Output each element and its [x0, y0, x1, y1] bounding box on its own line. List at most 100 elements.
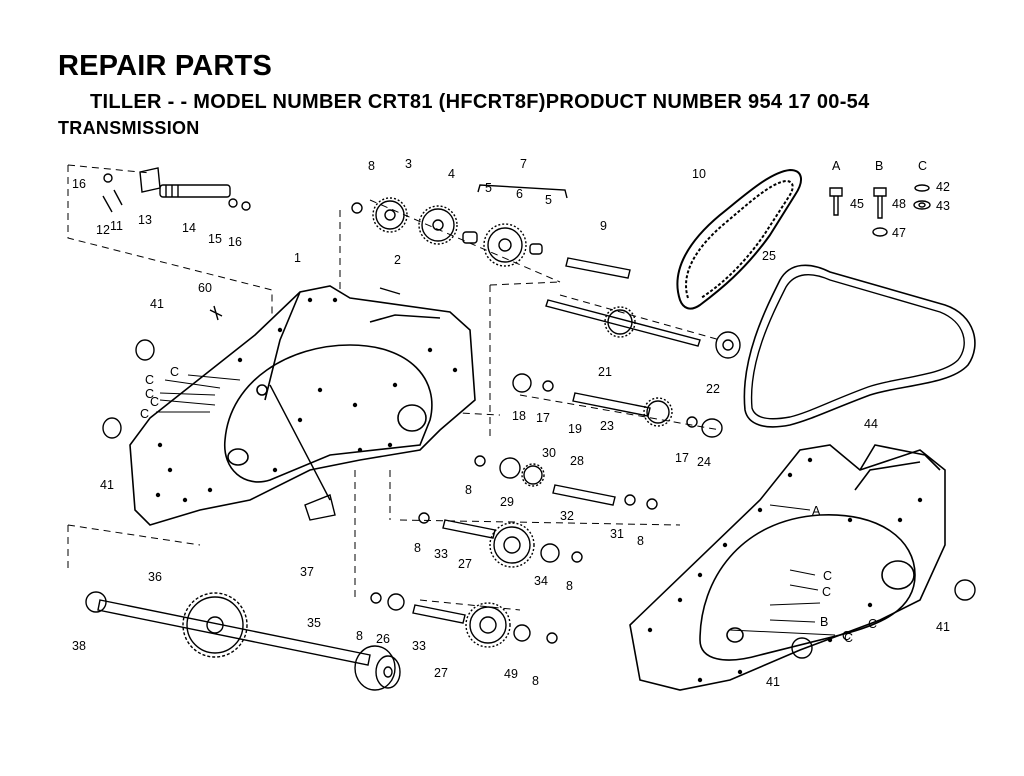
callout-8: 8 [637, 534, 644, 548]
shaft-9 [565, 257, 631, 279]
washer-8f [370, 592, 382, 604]
shaft-33a [442, 519, 496, 539]
shift-shaft-assembly [102, 167, 251, 213]
callout-44: 44 [864, 417, 878, 431]
washer-31 [624, 494, 636, 506]
callout-36: 36 [148, 570, 162, 584]
callout-47: 47 [892, 226, 906, 240]
bushing-5a [462, 231, 478, 244]
callout-41: 41 [936, 620, 950, 634]
callout-8: 8 [414, 541, 421, 555]
callout-C: C [145, 387, 154, 401]
sprocket-21 [604, 306, 636, 338]
callout-28: 28 [570, 454, 584, 468]
callout-17: 17 [675, 451, 689, 465]
callout-11: 11 [110, 219, 123, 233]
axle-shaft [97, 599, 371, 666]
callout-16: 16 [72, 177, 86, 191]
bolt-48 [873, 187, 887, 219]
callout-19: 19 [568, 422, 582, 436]
gear-27b [465, 602, 511, 648]
washer-8d [418, 512, 430, 524]
callout-41: 41 [150, 297, 164, 311]
callout-41: 41 [100, 478, 114, 492]
callout-60: 60 [198, 281, 212, 295]
callout-A: A [832, 159, 841, 173]
gear-4 [418, 205, 458, 245]
callout-33: 33 [434, 547, 448, 561]
callout-C: C [150, 395, 159, 409]
dowel-pin-2 [379, 287, 401, 295]
callout-12: 12 [96, 223, 110, 237]
callout-31: 31 [610, 527, 624, 541]
callout-41: 41 [766, 675, 780, 689]
callout-5: 5 [485, 181, 492, 195]
callout-9: 9 [600, 219, 607, 233]
housing-gasket [743, 264, 976, 428]
bushing-5b [529, 243, 543, 255]
housing-bolt-holes [155, 297, 458, 503]
callout-24: 24 [697, 455, 711, 469]
left-housing-half [129, 285, 476, 526]
callout-33: 33 [412, 639, 426, 653]
callout-8: 8 [368, 159, 375, 173]
callout-22: 22 [706, 382, 720, 396]
bearing-41-left-bottom [102, 417, 122, 439]
callout-27: 27 [458, 557, 472, 571]
callout-42: 42 [936, 180, 950, 194]
vent-fitting-60 [209, 305, 223, 321]
washer-17b [686, 416, 698, 428]
gear-29 [499, 457, 545, 487]
callout-8: 8 [465, 483, 472, 497]
shaft-32 [552, 484, 616, 506]
callout-8: 8 [532, 674, 539, 688]
callout-38: 38 [72, 639, 86, 653]
callout-34: 34 [534, 574, 548, 588]
callout-C: C [868, 617, 877, 631]
callout-30: 30 [542, 446, 556, 460]
callout-15: 15 [208, 232, 222, 246]
callout-29: 29 [500, 495, 514, 509]
bearing-26 [387, 593, 405, 611]
hub-35 [354, 645, 401, 691]
washer-47 [872, 227, 888, 237]
washer-8-top [351, 202, 363, 214]
bearing-18 [512, 373, 532, 393]
callout-49: 49 [504, 667, 518, 681]
callout-A: A [812, 504, 821, 518]
callout-25: 25 [762, 249, 776, 263]
callout-7: 7 [520, 157, 527, 171]
bearing-41-right-bottom [791, 637, 813, 659]
callout-16: 16 [228, 235, 242, 249]
callout-C: C [842, 629, 851, 643]
callout-C: C [823, 569, 832, 583]
bearing-41-right-top [954, 579, 976, 601]
shaft-21 [545, 299, 701, 347]
callout-B: B [875, 159, 883, 173]
shaft-33b [412, 604, 466, 624]
bracket-7 [477, 184, 568, 199]
callout-21: 21 [598, 365, 612, 379]
callout-B: B [820, 615, 828, 629]
callout-13: 13 [138, 213, 152, 227]
callout-27: 27 [434, 666, 448, 680]
callout-2: 2 [394, 253, 401, 267]
callout-35: 35 [307, 616, 321, 630]
callout-37: 37 [300, 565, 314, 579]
gear-23 [643, 397, 673, 427]
hardware-arrows [156, 374, 836, 636]
bearing-24 [701, 418, 723, 438]
housing-gasket-inner [750, 274, 965, 420]
callout-6: 6 [516, 187, 523, 201]
model-subtitle: TILLER - - MODEL NUMBER CRT81 (HFCRT8F)P… [90, 91, 870, 113]
shift-lever-37 [269, 384, 336, 521]
gear-3 [372, 197, 408, 233]
callout-labels: 16 11 12 13 14 15 16 8 3 4 5 6 7 5 9 10 … [72, 157, 950, 689]
callout-C: C [140, 407, 149, 421]
callout-18: 18 [512, 409, 526, 423]
right-housing-bolt-holes [647, 457, 923, 683]
callout-8: 8 [566, 579, 573, 593]
callout-23: 23 [600, 419, 614, 433]
large-gear-36 [182, 592, 248, 658]
callout-48: 48 [892, 197, 906, 211]
